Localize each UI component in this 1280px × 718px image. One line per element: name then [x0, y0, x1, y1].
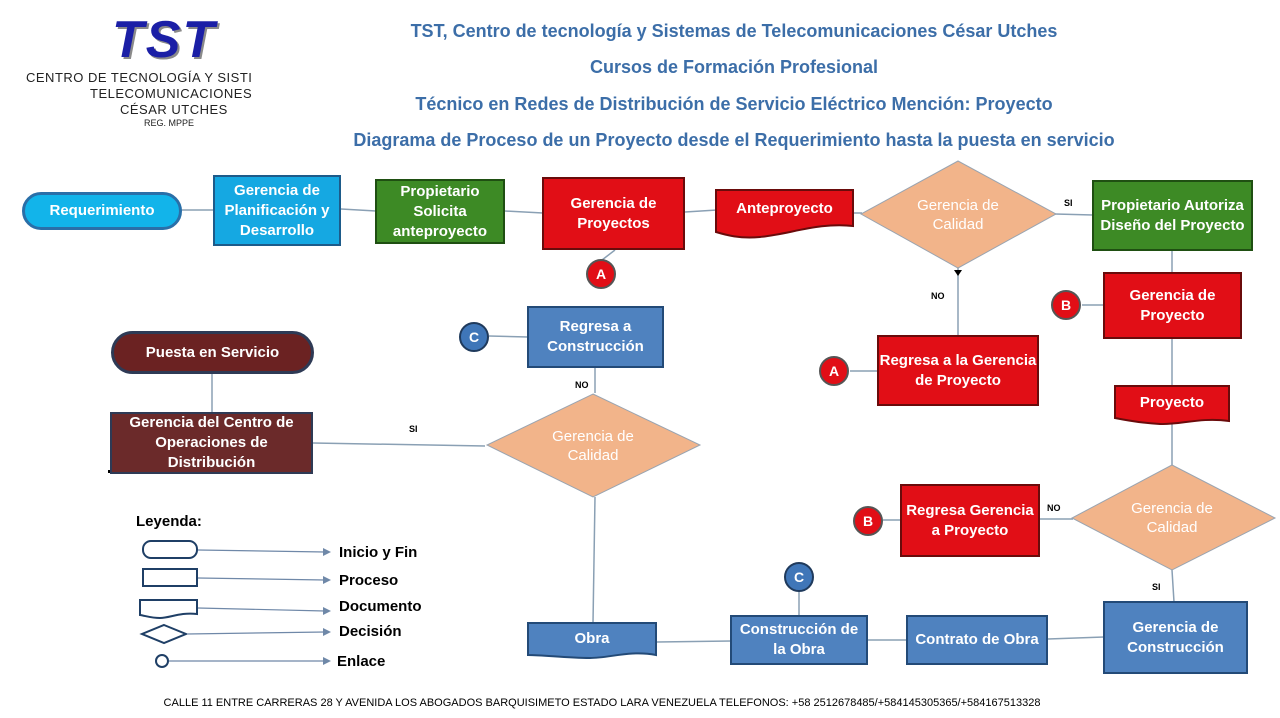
logo-line1: CENTRO DE TECNOLOGÍA Y SISTI	[26, 70, 253, 85]
edge-label-no-2: NO	[575, 380, 589, 390]
edge-label-si-1: SI	[1064, 198, 1073, 208]
connector-b-right: B	[1051, 290, 1081, 320]
legend-item-document: Documento	[339, 598, 422, 615]
node-regresa-gerencia: Regresa a la Gerencia de Proyecto	[877, 335, 1039, 406]
legend-item-link: Enlace	[337, 653, 386, 670]
header-title-3: Técnico en Redes de Distribución de Serv…	[415, 94, 1053, 114]
node-calidad-3: Gerencia de Calidad	[1131, 500, 1213, 536]
node-regresa-construccion: Regresa a Construcción	[527, 306, 664, 368]
edge-label-si-3: SI	[1152, 582, 1161, 592]
node-obra: Obra	[574, 630, 610, 647]
legend-item-process: Proceso	[339, 572, 399, 589]
node-gerencia-proyectos: Gerencia de Proyectos	[542, 177, 685, 250]
connector-c-left: C	[459, 322, 489, 352]
calidad-diamond-3	[1070, 464, 1277, 571]
node-regresa-b: Regresa Gerencia a Proyecto	[900, 484, 1040, 557]
logo-line3: CÉSAR UTCHES	[120, 102, 228, 117]
calidad-diamond-2	[485, 393, 702, 498]
node-requerimiento: Requerimiento	[22, 192, 182, 230]
node-calidad-1: Gerencia de Calidad	[917, 197, 999, 233]
logo-brand: TST	[112, 11, 217, 69]
footer-address: CALLE 11 ENTRE CARRERAS 28 Y AVENIDA LOS…	[163, 697, 1041, 709]
logo-line4: REG. MPPE	[144, 118, 195, 128]
node-anteproyecto: Anteproyecto	[736, 200, 833, 217]
edge-label-no-1: NO	[931, 291, 945, 301]
connector-a-mid: A	[819, 356, 849, 386]
node-contrato-obra: Contrato de Obra	[906, 615, 1048, 665]
connector-b-lower: B	[853, 506, 883, 536]
legend-title: Leyenda:	[136, 513, 202, 530]
logo: TST CENTRO DE TECNOLOGÍA Y SISTI TELECOM…	[20, 12, 280, 132]
calidad-diamond-1	[859, 160, 1058, 269]
legend-document-shape	[139, 599, 198, 620]
proyecto-shape	[1114, 385, 1230, 426]
legend-item-terminal: Inicio y Fin	[339, 544, 418, 561]
header-title-2: Cursos de Formación Profesional	[589, 57, 879, 77]
node-gerencia-proyecto-b: Gerencia de Proyecto	[1103, 272, 1242, 339]
connector-c-bottom: C	[784, 562, 814, 592]
legend-link-shape	[155, 654, 169, 668]
node-propietario-autoriza: Propietario Autoriza Diseño del Proyecto	[1092, 180, 1253, 251]
obra-shape	[527, 622, 657, 660]
node-puesta-servicio: Puesta en Servicio	[111, 331, 314, 374]
node-gerencia-construccion: Gerencia de Construcción	[1103, 601, 1248, 674]
legend-item-decision: Decisión	[339, 623, 402, 640]
node-calidad-2: Gerencia de Calidad	[552, 428, 634, 464]
legend-decision-shape	[139, 623, 189, 645]
connector-a-top: A	[586, 259, 616, 289]
legend-process-shape	[142, 568, 198, 587]
legend-terminal-shape	[142, 540, 198, 559]
edge-label-si-2: SI	[409, 424, 418, 434]
node-planificacion: Gerencia de Planificación y Desarrollo	[213, 175, 341, 246]
edge-label-no-3: NO	[1047, 503, 1061, 513]
node-construccion-obra: Construcción de la Obra	[730, 615, 868, 665]
logo-line2: TELECOMUNICACIONES	[90, 86, 253, 101]
header-title-1: TST, Centro de tecnología y Sistemas de …	[410, 21, 1058, 41]
node-proyecto: Proyecto	[1139, 394, 1205, 411]
node-propietario-solicita: Propietario Solicita anteproyecto	[375, 179, 505, 244]
header-title-4: Diagrama de Proceso de un Proyecto desde…	[353, 130, 1115, 150]
node-centro-operaciones: Gerencia del Centro de Operaciones de Di…	[110, 412, 313, 474]
anteproyecto-shape	[715, 189, 854, 239]
